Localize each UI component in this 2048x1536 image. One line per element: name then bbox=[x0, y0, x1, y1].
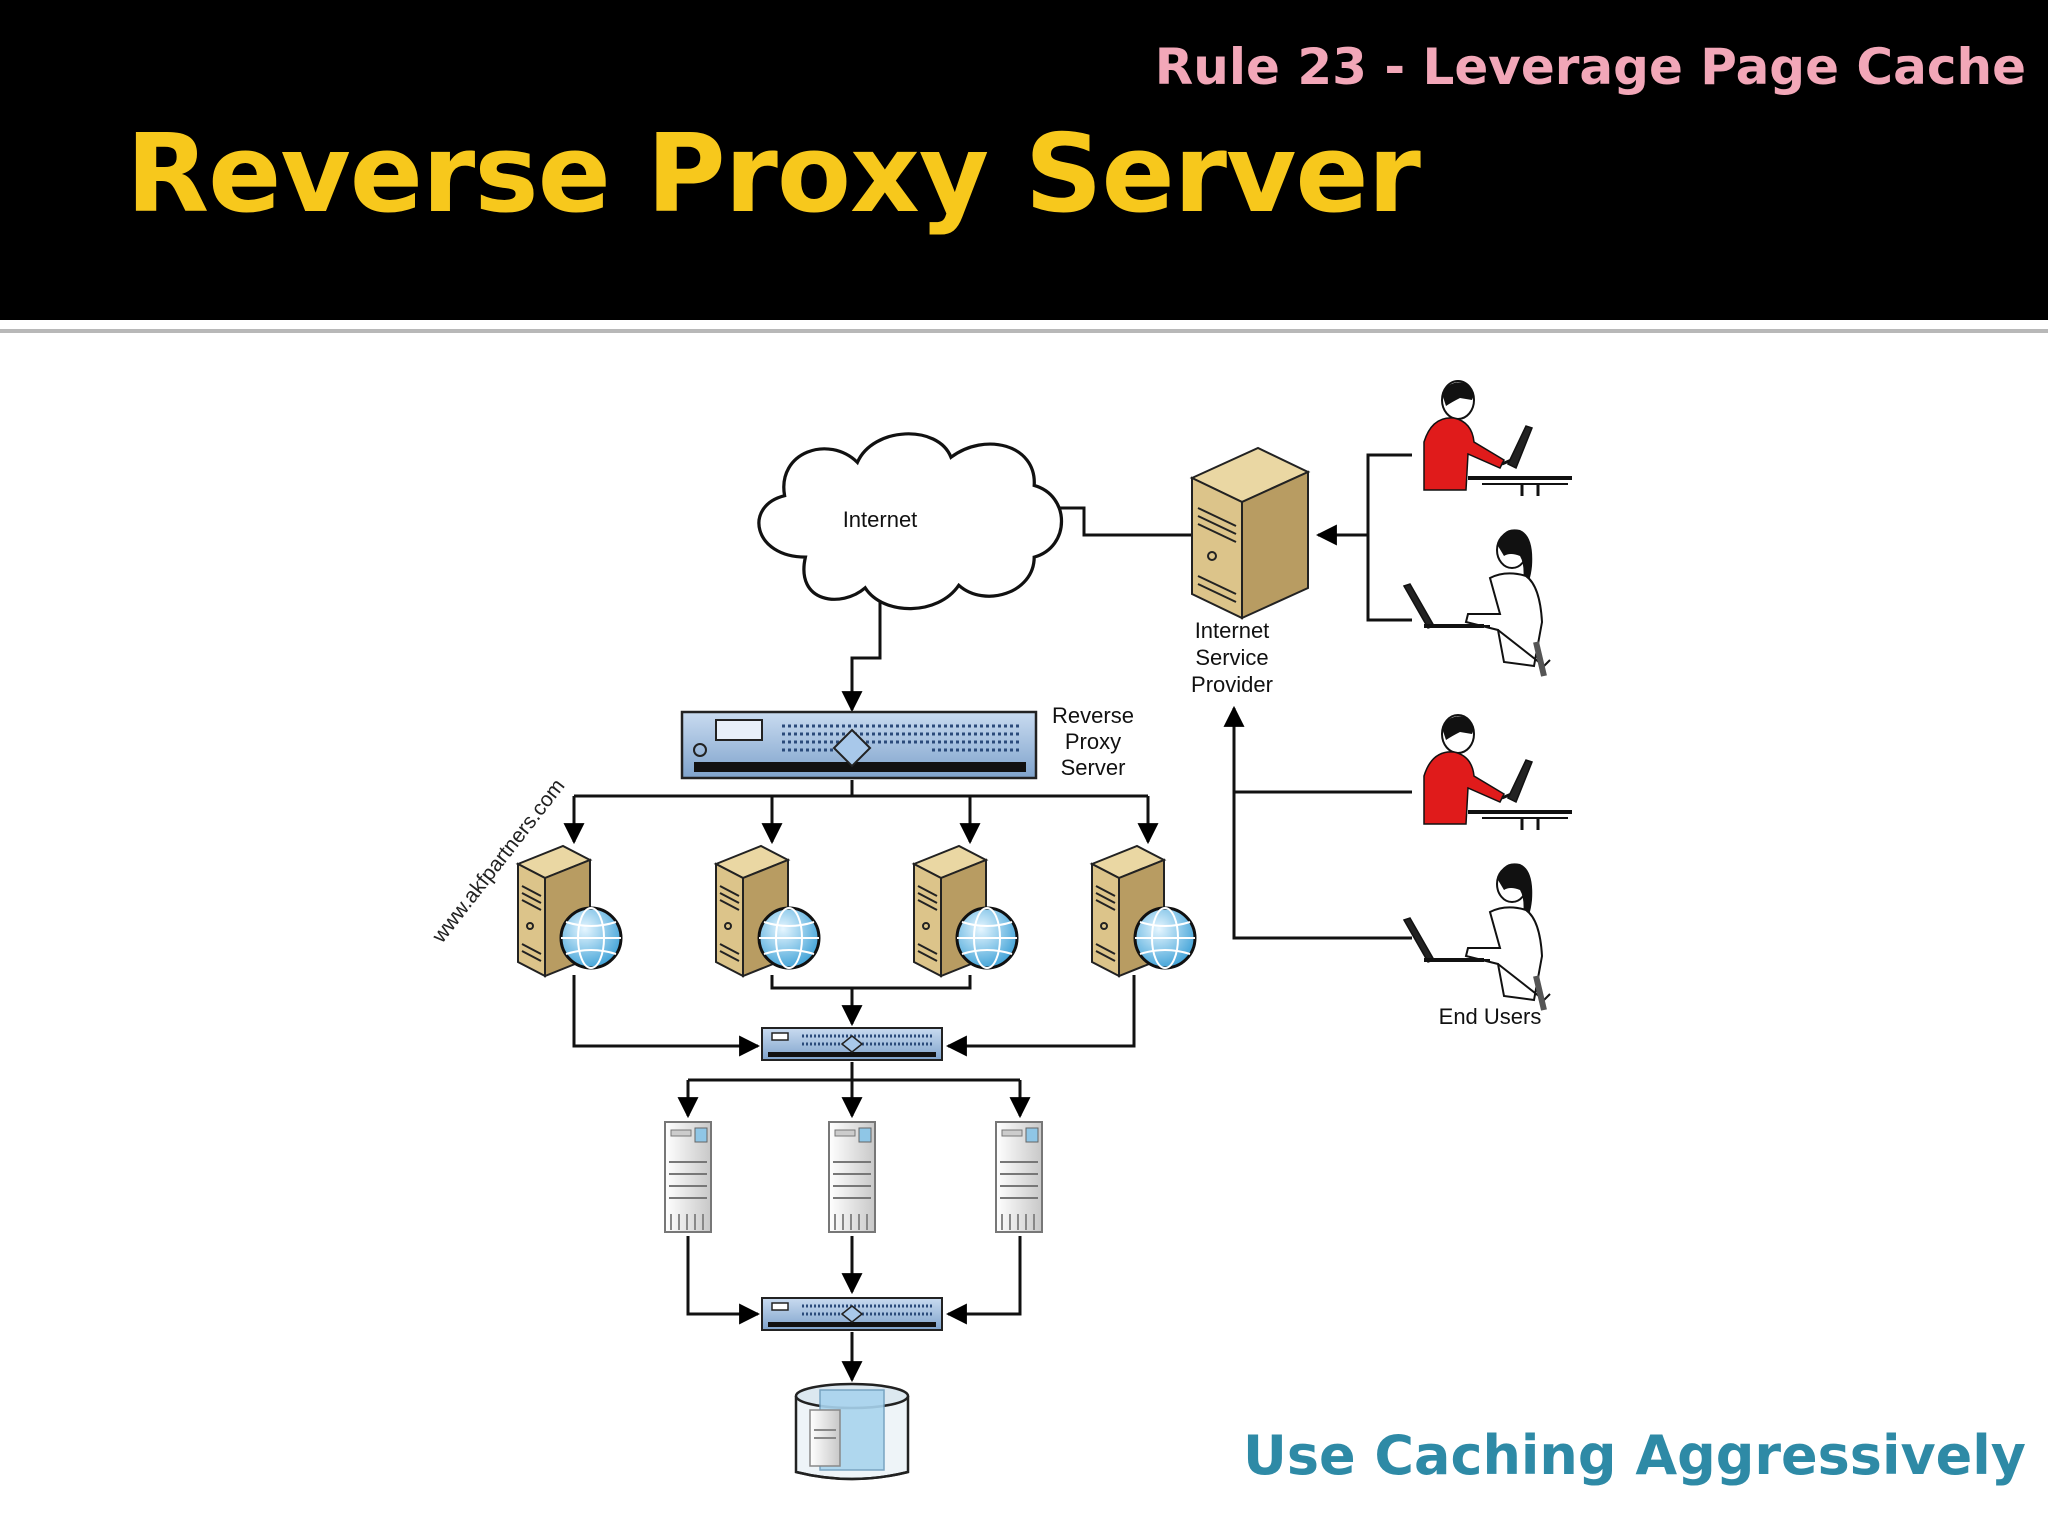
app-server-1-icon bbox=[664, 1121, 712, 1233]
app-server-3-icon bbox=[995, 1121, 1043, 1233]
proxy-label-line3: Server bbox=[1061, 755, 1126, 780]
isp-label-line1: Internet bbox=[1195, 618, 1270, 643]
internet-label: Internet bbox=[843, 507, 918, 532]
end-user-4-icon bbox=[1404, 863, 1550, 1010]
web-server-1-icon bbox=[516, 844, 623, 978]
end-users-label: End Users bbox=[1439, 1004, 1542, 1029]
isp-label-line3: Provider bbox=[1191, 672, 1273, 697]
end-user-1-icon bbox=[1422, 379, 1574, 498]
app-server-2-icon bbox=[828, 1121, 876, 1233]
isp-server-icon bbox=[1189, 446, 1311, 620]
end-user-3-icon bbox=[1422, 713, 1574, 832]
end-user-2-icon bbox=[1404, 529, 1550, 676]
tagline: Use Caching Aggressively bbox=[1242, 1424, 2026, 1487]
web-server-3-icon bbox=[912, 844, 1019, 978]
web-server-4-icon bbox=[1090, 844, 1197, 978]
edge-internet-to-proxy bbox=[841, 598, 882, 713]
edge-users-top-bracket bbox=[1366, 453, 1412, 622]
load-balancer-1-icon bbox=[760, 1026, 944, 1062]
database-icon bbox=[794, 1382, 910, 1481]
edge-lower-users-to-isp bbox=[1223, 705, 1412, 940]
load-balancer-2-icon bbox=[760, 1296, 944, 1332]
proxy-label-line2: Proxy bbox=[1065, 729, 1121, 754]
slide-title: Reverse Proxy Server bbox=[126, 112, 1421, 237]
reverse-proxy-server-icon bbox=[680, 710, 1038, 780]
divider bbox=[0, 329, 2048, 333]
isp-label-line2: Service bbox=[1195, 645, 1268, 670]
rule-label: Rule 23 - Leverage Page Cache bbox=[1154, 38, 2026, 96]
title-bar bbox=[0, 0, 2048, 320]
web-server-2-icon bbox=[714, 844, 821, 978]
proxy-label-line1: Reverse bbox=[1052, 703, 1134, 728]
